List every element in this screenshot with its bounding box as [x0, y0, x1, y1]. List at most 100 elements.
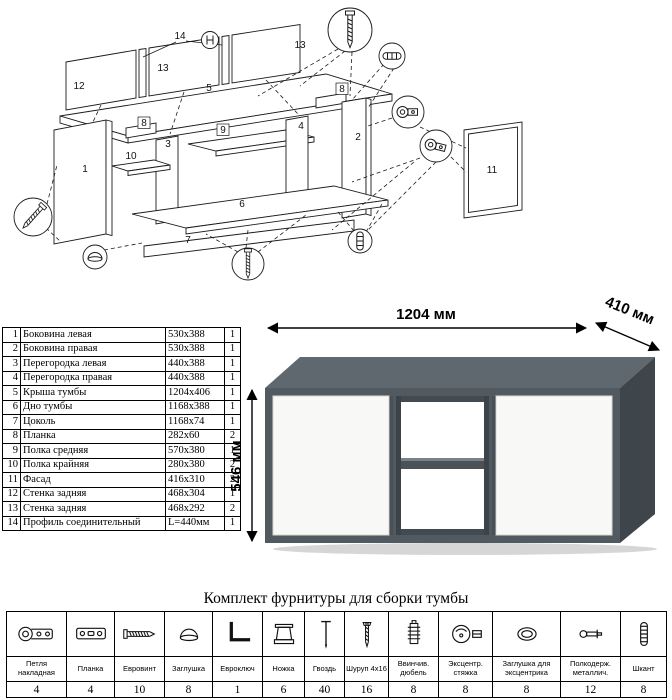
back-panel-13b [231, 23, 301, 84]
connecting-profile [138, 47, 147, 99]
hinge-icon [17, 626, 53, 642]
cabinet-top-face [265, 357, 655, 388]
part-size: 468x304 [165, 486, 225, 502]
hardware-qty: 8 [388, 681, 439, 698]
part-label: 7 [185, 235, 191, 246]
back-panel-12 [65, 49, 137, 111]
hardware-name: Евровинт [114, 656, 165, 682]
hardware-qty: 1 [212, 681, 263, 698]
wood-dowel-icon [639, 621, 648, 647]
part-label: 10 [125, 151, 137, 162]
part-qty: 1 [224, 327, 241, 343]
part-label: 6 [239, 199, 245, 210]
hardware-name: Планка [66, 656, 115, 682]
cabinet-panels [53, 23, 523, 258]
part-label: 11 [487, 165, 498, 176]
part-name: Перегородка правая [20, 370, 166, 386]
part-qty: 1 [224, 399, 241, 415]
part-name: Планка [20, 428, 166, 444]
hardware-qty: 8 [164, 681, 213, 698]
hardware-name: Полкодерж. металлич. [560, 656, 621, 682]
exploded-assembly-diagram: 12 13 13 14 5 8 8 9 3 10 1 4 2 6 7 11 [0, 0, 672, 312]
part-label: 3 [165, 139, 171, 150]
screw-callout-bottom [231, 247, 265, 281]
niche-shelf-top [401, 458, 484, 461]
back-panel-13a [148, 36, 220, 97]
facade-door [463, 121, 523, 219]
height-dimension-label: 546 мм [230, 440, 245, 491]
part-qty: 1 [224, 515, 241, 531]
product-dimension-view: 1204 мм 410 мм 546 мм [230, 293, 670, 578]
screw-icon [361, 622, 372, 649]
right-door [495, 395, 613, 536]
hardware-icon-cell [6, 611, 67, 657]
part-qty: 1 [224, 370, 241, 386]
part-labels: 12 13 13 14 5 8 8 9 3 10 1 4 2 6 7 11 [73, 31, 497, 246]
part-number: 6 [2, 399, 21, 415]
hardware-qty: 12 [560, 681, 621, 698]
hardware-name: Ввинчив. дюбель [388, 656, 439, 682]
part-size: 468x292 [165, 501, 225, 517]
part-name: Профиль соединительный [20, 515, 166, 531]
bottom-panel-edge [185, 199, 389, 235]
right-door-gap-shadow [492, 396, 496, 535]
cabinet-right-face [620, 357, 655, 543]
part-number: 7 [2, 414, 21, 430]
part-size: 1204x406 [165, 385, 225, 401]
part-qty: 1 [224, 385, 241, 401]
hardware-icon-cell [114, 611, 165, 657]
hardware-icon-cell [66, 611, 115, 657]
hardware-icon-cell [304, 611, 345, 657]
part-size: 282x60 [165, 428, 225, 444]
hardware-icon-cell [164, 611, 213, 657]
hardware-qty: 8 [620, 681, 667, 698]
hardware-icon-cell [620, 611, 667, 657]
part-name: Полка крайняя [20, 457, 166, 473]
hardware-name: Ножка [262, 656, 305, 682]
cam-lock-icon [451, 624, 482, 644]
shelf-pin-icon [578, 629, 602, 639]
hardware-name: Евроключ [212, 656, 263, 682]
niche-top-edge [396, 396, 489, 402]
screw-callout [327, 7, 373, 53]
part-label: 8 [339, 84, 345, 95]
side-panel-left [53, 119, 107, 245]
part-size: 440x388 [165, 356, 225, 372]
cam-cap-icon [516, 627, 537, 641]
hardware-qty: 40 [304, 681, 345, 698]
part-size: L=440мм [165, 515, 225, 531]
part-number: 11 [2, 472, 21, 488]
hardware-icon-cell [344, 611, 389, 657]
part-number: 2 [2, 341, 21, 357]
hardware-icon-cell [560, 611, 621, 657]
hardware-icon-cell [492, 611, 561, 657]
part-number: 9 [2, 443, 21, 459]
part-label: 1 [82, 164, 88, 175]
hardware-qty: 8 [492, 681, 561, 698]
depth-dimension-label: 410 мм [603, 293, 657, 328]
part-size: 280x380 [165, 457, 225, 473]
left-door-gap-shadow [389, 396, 393, 535]
part-label: 13 [294, 40, 306, 51]
dowel-drawing [382, 52, 402, 60]
part-name: Дно тумбы [20, 399, 166, 415]
part-name: Крыша тумбы [20, 385, 166, 401]
part-number: 5 [2, 385, 21, 401]
niche-bottom-edge [396, 529, 489, 535]
part-number: 1 [2, 327, 21, 343]
part-number: 14 [2, 515, 21, 531]
part-size: 530x388 [165, 341, 225, 357]
hardware-name: Заглушка [164, 656, 213, 682]
hardware-table: Петля накладная Планка Евровинт Заглушка… [6, 611, 667, 698]
hardware-icons-row [6, 611, 667, 657]
part-name: Боковина левая [20, 327, 166, 343]
